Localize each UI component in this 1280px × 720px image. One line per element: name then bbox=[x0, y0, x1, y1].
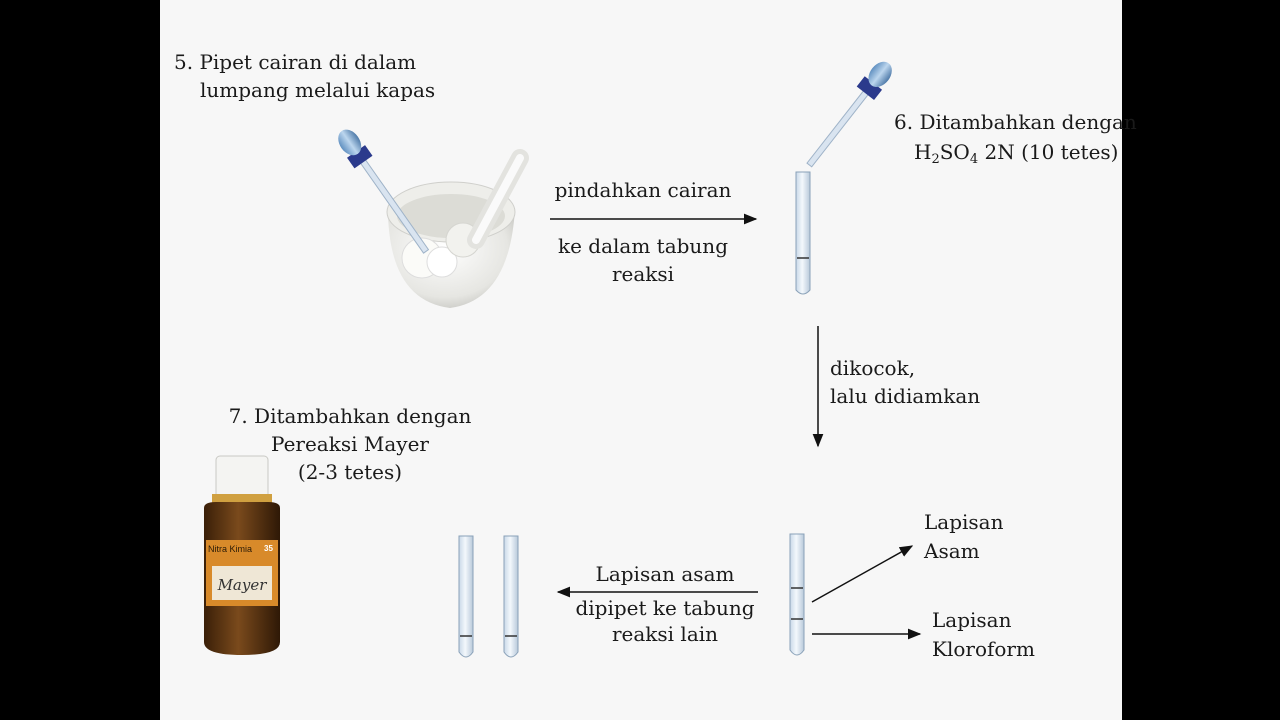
step7-line1: 7. Ditambahkan dengan bbox=[228, 404, 472, 428]
mayer-reagent-bottle bbox=[204, 455, 280, 655]
pipette-h2so4-illustration bbox=[806, 61, 892, 168]
shake-label-line1: dikocok, bbox=[830, 356, 916, 380]
transfer-label-bottom2: reaksi bbox=[611, 262, 675, 286]
test-tube-reaction bbox=[795, 171, 811, 295]
bottle-label-mayer: Mayer bbox=[217, 576, 267, 594]
diagram-artwork bbox=[204, 61, 922, 658]
step6-line1: 6. Ditambahkan dengan bbox=[894, 110, 1137, 134]
bottle-brand: Nitra Kimia bbox=[208, 544, 253, 554]
arrow-acid-layer bbox=[811, 545, 914, 603]
pipette-transfer-label-top: Lapisan asam bbox=[595, 562, 735, 586]
chloroform-layer-label-2: Kloroform bbox=[932, 637, 1035, 661]
transfer-label-bottom1: ke dalam tabung bbox=[557, 234, 728, 258]
pipette-illustration bbox=[338, 129, 430, 254]
pipette-transfer-label-bottom1: dipipet ke tabung bbox=[575, 596, 755, 620]
step7-line3: (2-3 tetes) bbox=[297, 460, 403, 484]
test-tube-pair bbox=[458, 535, 519, 658]
diagram-canvas: 5. Pipet cairan di dalam lumpang melalui… bbox=[160, 0, 1137, 720]
transfer-label-top: pindahkan cairan bbox=[554, 178, 732, 202]
step5-line2: lumpang melalui kapas bbox=[200, 78, 436, 102]
acid-layer-label-2: Asam bbox=[924, 539, 980, 563]
acid-layer-label-1: Lapisan bbox=[924, 510, 1004, 534]
step5-line1: 5. Pipet cairan di dalam bbox=[174, 50, 417, 74]
bottle-code: 35 bbox=[264, 544, 273, 553]
chloroform-layer-label-1: Lapisan bbox=[932, 608, 1012, 632]
pipette-transfer-label-bottom2: reaksi lain bbox=[611, 622, 719, 646]
shake-label-line2: lalu didiamkan bbox=[830, 384, 981, 408]
step6-formula: H2SO4 2N (10 tetes) bbox=[914, 140, 1119, 167]
step7-line2: Pereaksi Mayer bbox=[271, 432, 429, 456]
mortar-pestle-illustration bbox=[386, 149, 529, 308]
test-tube-two-layers bbox=[789, 533, 805, 656]
